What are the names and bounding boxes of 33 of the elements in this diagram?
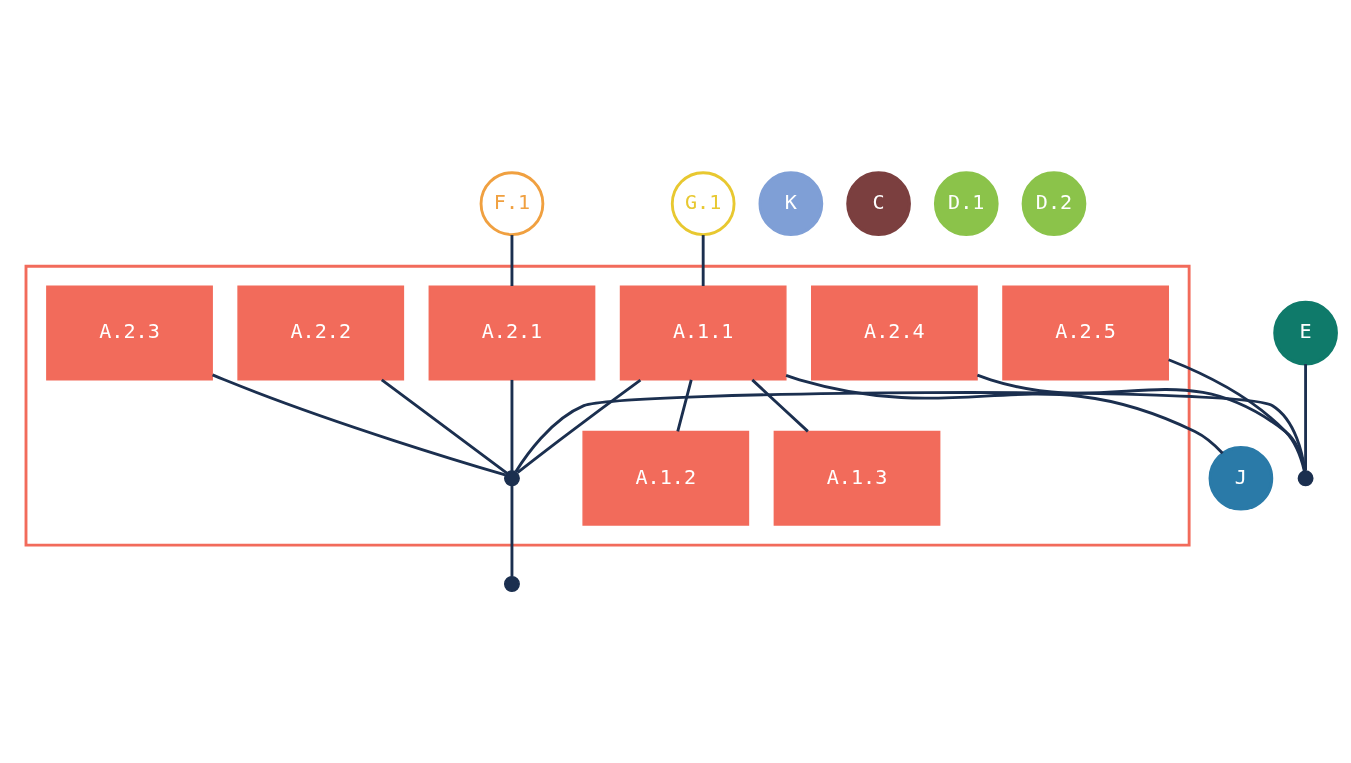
connector (510, 379, 514, 471)
connector (701, 234, 705, 286)
node-box: A.2.1 (428, 285, 596, 380)
node-circle: F.1 (479, 170, 545, 236)
node-circle: E (1273, 300, 1338, 365)
node-circle (1297, 469, 1314, 486)
node-circle: J (1208, 445, 1274, 511)
connector (1168, 357, 1306, 471)
node-circle: D.1 (933, 170, 999, 236)
connector (676, 379, 693, 432)
cluster (24, 264, 1191, 547)
node-box: A.2.4 (811, 285, 978, 380)
node-circle: K (758, 170, 824, 236)
connector (751, 378, 809, 432)
node-box: A.1.3 (773, 430, 941, 526)
node-box: A.2.5 (1002, 285, 1169, 380)
connector (380, 378, 508, 474)
connector (510, 234, 514, 286)
node-box: A.1.1 (619, 285, 787, 380)
node-circle: D.2 (1021, 170, 1087, 236)
node-circle: C (846, 170, 911, 236)
connector (1304, 363, 1308, 470)
node-box: A.2.2 (237, 285, 405, 380)
node-circle: G.1 (670, 170, 736, 236)
node-box: A.2.3 (46, 285, 213, 380)
connector (510, 485, 514, 577)
connector (514, 390, 1307, 473)
node-box: A.1.2 (582, 430, 750, 526)
connector (212, 373, 506, 476)
node-circle (504, 575, 520, 592)
node-circle (504, 469, 520, 486)
connector (516, 378, 642, 474)
connector (785, 373, 1224, 454)
